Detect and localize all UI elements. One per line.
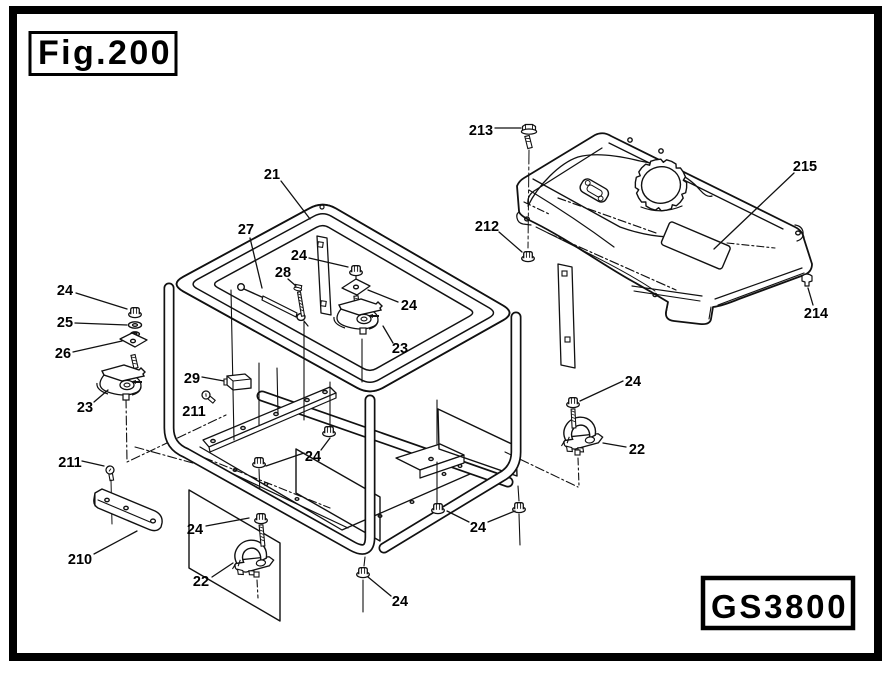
svg-text:23: 23 [77,400,93,416]
svg-text:213: 213 [469,123,493,139]
svg-text:27: 27 [238,222,254,238]
svg-text:29: 29 [184,371,200,387]
svg-text:28: 28 [275,265,291,281]
svg-text:24: 24 [401,298,417,314]
svg-text:214: 214 [804,306,828,322]
svg-text:24: 24 [187,522,203,538]
svg-text:211: 211 [58,455,81,471]
svg-text:24: 24 [305,449,321,465]
svg-text:212: 212 [475,219,499,235]
svg-text:Fig.200: Fig.200 [38,34,172,72]
svg-text:22: 22 [193,574,209,590]
svg-text:22: 22 [629,442,645,458]
svg-text:24: 24 [392,594,408,610]
svg-text:23: 23 [392,341,408,357]
svg-text:210: 210 [68,552,92,568]
svg-text:GS3800: GS3800 [711,588,848,625]
svg-text:215: 215 [793,159,817,175]
svg-text:211: 211 [182,404,205,420]
svg-text:24: 24 [470,520,486,536]
svg-text:25: 25 [57,315,73,331]
svg-text:24: 24 [57,283,73,299]
svg-text:24: 24 [291,248,307,264]
svg-text:26: 26 [55,346,71,362]
svg-text:21: 21 [264,167,280,183]
svg-text:24: 24 [625,374,641,390]
